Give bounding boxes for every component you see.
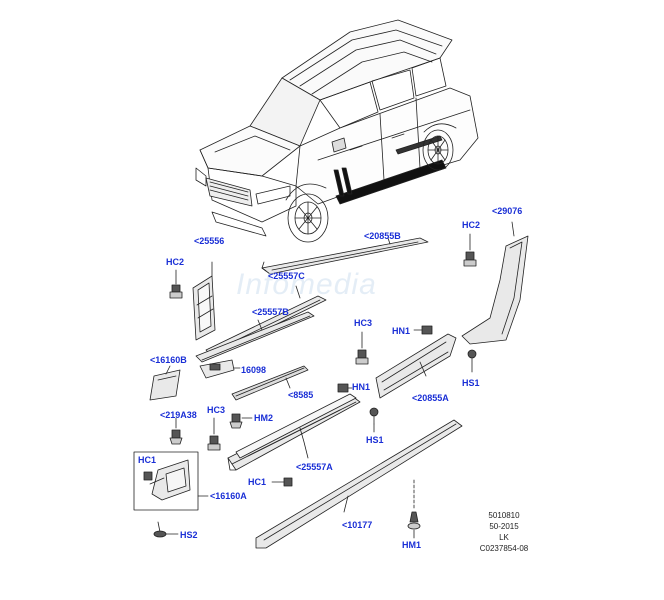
part-10177 bbox=[255, 419, 463, 549]
label-8585: <8585 bbox=[288, 390, 314, 400]
label-hc3-mid: HC3 bbox=[354, 318, 373, 328]
part-8585 bbox=[231, 365, 309, 401]
clip-hc3-mid bbox=[355, 331, 369, 365]
part-25557a bbox=[227, 393, 361, 471]
label-hn1-top: HN1 bbox=[392, 326, 411, 336]
label-hc1-mid: HC1 bbox=[248, 477, 267, 487]
part-219a38 bbox=[169, 417, 183, 445]
clip-hn1-top bbox=[413, 325, 433, 335]
reference-line-2: 50-2015 bbox=[489, 522, 519, 531]
part-20855b bbox=[261, 237, 429, 275]
label-hc2-left: HC2 bbox=[166, 257, 185, 267]
reference-line-1: 5010810 bbox=[488, 511, 520, 520]
label-hc3-left: HC3 bbox=[207, 405, 226, 415]
label-hc2-right: HC2 bbox=[462, 220, 481, 230]
clip-hc2-right bbox=[463, 233, 477, 267]
label-25557c: <25557C bbox=[268, 271, 305, 281]
part-25557b bbox=[195, 311, 315, 363]
clip-hc3-left bbox=[207, 417, 221, 451]
part-29076 bbox=[461, 221, 529, 345]
label-hs1-right: HS1 bbox=[462, 378, 480, 388]
reference-line-3: LK bbox=[499, 533, 509, 542]
vehicle-illustration bbox=[195, 19, 479, 243]
label-16160a: <16160A bbox=[210, 491, 247, 501]
label-16098: 16098 bbox=[241, 365, 267, 375]
clip-hn1-mid bbox=[337, 383, 353, 393]
clip-hm2 bbox=[229, 413, 253, 429]
label-219a38: <219A38 bbox=[160, 410, 197, 420]
part-16160b bbox=[149, 365, 181, 401]
label-29076: <29076 bbox=[492, 206, 523, 216]
part-20855a bbox=[375, 333, 457, 399]
clip-hs1-right bbox=[467, 349, 477, 373]
label-hc1-box: HC1 bbox=[138, 455, 157, 465]
label-hn1-mid: HN1 bbox=[352, 382, 371, 392]
clip-hc1-mid bbox=[271, 477, 293, 487]
clip-hs2 bbox=[153, 521, 179, 538]
part-25556 bbox=[192, 261, 216, 341]
watermark: Infomedia bbox=[236, 268, 377, 301]
label-hs2: HS2 bbox=[180, 530, 198, 540]
label-20855a: <20855A bbox=[412, 393, 449, 403]
label-25557a: <25557A bbox=[296, 462, 333, 472]
part-16098 bbox=[199, 359, 241, 379]
label-10177: <10177 bbox=[342, 520, 373, 530]
part-16160a-box bbox=[133, 451, 209, 511]
label-20855b: <20855B bbox=[364, 231, 401, 241]
label-hs1-mid: HS1 bbox=[366, 435, 384, 445]
label-25556: <25556 bbox=[194, 236, 225, 246]
label-16160b: <16160B bbox=[150, 355, 187, 365]
label-hm1: HM1 bbox=[402, 540, 422, 550]
reference-line-4: C0237854-08 bbox=[479, 544, 529, 553]
clip-hm1 bbox=[407, 479, 421, 539]
label-25557b: <25557B bbox=[252, 307, 289, 317]
reference-block: 5010810 50-2015 LK C0237854-08 bbox=[469, 510, 539, 554]
clip-hc2-left bbox=[169, 269, 183, 299]
label-hm2: HM2 bbox=[254, 413, 274, 423]
clip-hs1-mid bbox=[369, 407, 379, 433]
